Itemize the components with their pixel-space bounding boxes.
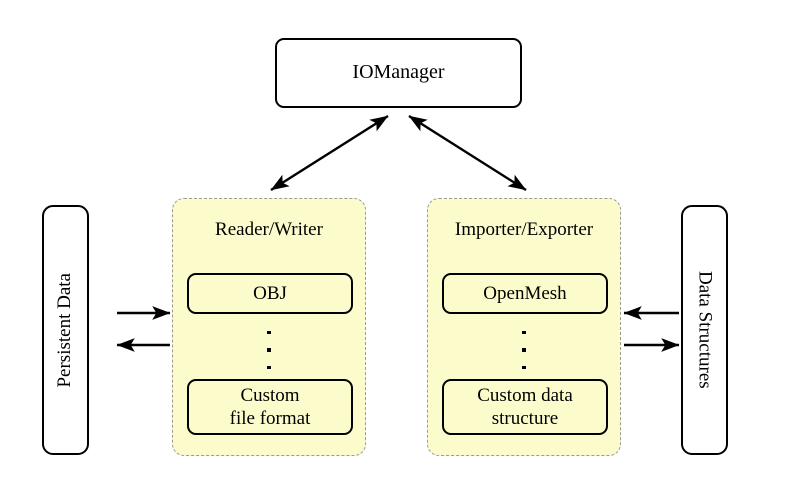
node-obj-label: OBJ	[253, 282, 287, 304]
importer-exporter-ellipsis-icon	[428, 331, 620, 369]
group-reader-writer-title: Reader/Writer	[215, 219, 323, 240]
group-importer-exporter[interactable]: Importer/Exporter OpenMesh Custom data s…	[427, 198, 621, 456]
node-data-structures[interactable]: Data Structures	[681, 205, 728, 455]
custom-data-structure-line2: structure	[491, 408, 559, 429]
arrow-iomanager-reader-writer	[270, 114, 389, 192]
node-custom-file-format[interactable]: Custom file format	[187, 379, 353, 435]
iomanager-label: IOManager	[352, 61, 445, 84]
node-custom-data-structure[interactable]: Custom data structure	[442, 379, 608, 435]
group-importer-exporter-title: Importer/Exporter	[454, 219, 594, 240]
reader-writer-ellipsis-icon	[173, 331, 365, 369]
arrow-iomanager-importer-exporter	[408, 114, 527, 192]
node-openmesh-label: OpenMesh	[483, 282, 567, 304]
custom-file-format-line1: Custom	[240, 384, 300, 406]
custom-data-structure-line1: Custom data	[477, 384, 573, 406]
node-custom-file-format-label: Custom file format	[230, 384, 311, 430]
node-persistent-data[interactable]: Persistent Data	[42, 205, 89, 455]
node-iomanager[interactable]: IOManager	[275, 38, 522, 108]
node-openmesh[interactable]: OpenMesh	[442, 273, 608, 314]
data-structures-label: Data Structures	[694, 271, 716, 389]
custom-file-format-line2: file format	[229, 408, 311, 429]
node-custom-data-structure-label: Custom data structure	[477, 384, 573, 430]
persistent-data-label: Persistent Data	[54, 272, 76, 388]
node-obj[interactable]: OBJ	[187, 273, 353, 314]
group-reader-writer[interactable]: Reader/Writer OBJ Custom file format	[172, 198, 366, 456]
